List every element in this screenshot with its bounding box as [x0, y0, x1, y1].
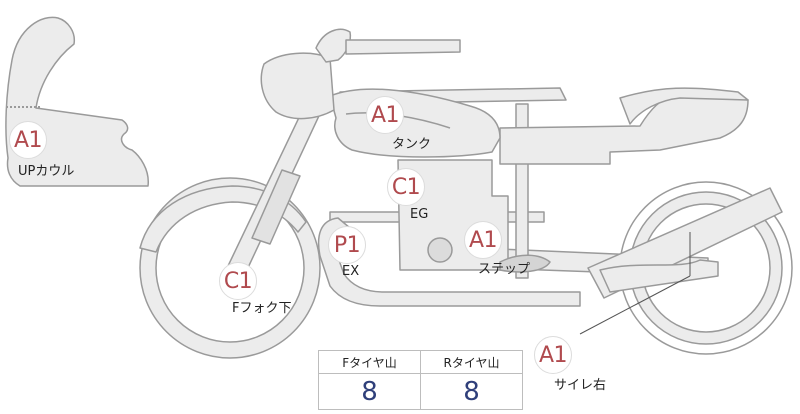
tank-label: タンク	[392, 137, 432, 152]
handlebar	[315, 28, 352, 63]
tank-grade-badge: A1	[366, 96, 404, 134]
silencer-label: サイレ右	[554, 378, 607, 393]
headlight-cowl	[260, 52, 335, 120]
front-tire-value: 8	[361, 376, 378, 407]
fork-grade-badge: C1	[219, 262, 257, 300]
step-shape	[499, 254, 551, 273]
upcowl-label: UPカウル	[18, 164, 75, 179]
rear-tire-value: 8	[463, 376, 480, 407]
engine-label: EG	[410, 207, 429, 222]
upcowl-grade-badge: A1	[9, 121, 47, 159]
step-grade-badge: A1	[464, 221, 502, 259]
tire-tread-table: Fタイヤ山 8 Rタイヤ山 8	[318, 350, 523, 410]
fork-label: Fフォク下	[232, 301, 292, 316]
front-tire-column: Fタイヤ山 8	[319, 351, 420, 409]
front-tire-header: Fタイヤ山	[319, 351, 420, 374]
exhaust-grade-badge: P1	[328, 226, 366, 264]
rear-tire-header: Rタイヤ山	[421, 351, 522, 374]
step-label: ステップ	[478, 262, 531, 277]
silencer-grade-badge: A1	[534, 336, 572, 374]
engine-grade-badge: C1	[387, 168, 425, 206]
exhaust-label: EX	[342, 264, 360, 279]
seat	[499, 91, 749, 165]
rear-tire-column: Rタイヤ山 8	[420, 351, 522, 409]
